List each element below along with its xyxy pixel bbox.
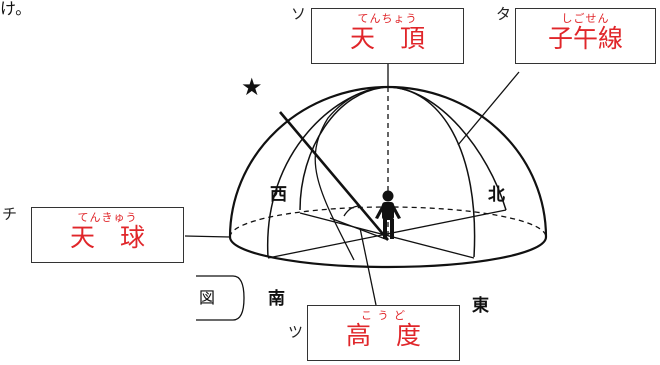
label-celestial-sphere: てんきゅう 天 球 <box>31 207 184 263</box>
label-zenith-term: 天 頂 <box>349 24 425 53</box>
meridian-leader <box>457 71 520 146</box>
marker-zenith: ソ <box>291 5 307 23</box>
observer-figure <box>375 190 401 239</box>
altitude-base-line <box>329 217 389 241</box>
direction-north: 北 <box>488 185 505 205</box>
marker-meridian: タ <box>496 5 512 23</box>
label-meridian-term: 子午線 <box>547 24 623 53</box>
label-zenith: てんちょう 天 頂 <box>311 8 464 64</box>
left-box-edge <box>196 275 245 321</box>
marker-altitude: ツ <box>288 323 304 341</box>
label-altitude: こ う ど 高 度 <box>307 305 460 361</box>
altitude-leader <box>359 227 377 306</box>
star-line <box>279 111 389 241</box>
label-sphere-term: 天 球 <box>69 223 145 252</box>
direction-south: 南 <box>268 289 285 309</box>
label-zenith-ruby: てんちょう <box>357 12 418 25</box>
direction-west: 西 <box>270 185 287 205</box>
direction-east: 東 <box>472 296 489 316</box>
label-altitude-ruby: こ う ど <box>361 309 406 322</box>
text-fragment-top: け。 <box>0 0 32 18</box>
label-sphere-ruby: てんきゅう <box>77 211 138 224</box>
star-icon: ★ <box>241 73 263 101</box>
prime-vertical-arc <box>299 86 476 258</box>
label-meridian-ruby: しごせん <box>561 12 610 25</box>
label-altitude-term: 高 度 <box>345 321 421 350</box>
label-meridian: しごせん 子午線 <box>515 8 656 64</box>
marker-sphere: チ <box>2 205 18 223</box>
horizon-front <box>228 236 548 269</box>
altitude-angle-arc <box>343 205 361 217</box>
text-fragment-figure: 図 <box>199 288 216 307</box>
vertical-circle-arc <box>314 86 389 261</box>
sphere-leader <box>184 235 231 238</box>
